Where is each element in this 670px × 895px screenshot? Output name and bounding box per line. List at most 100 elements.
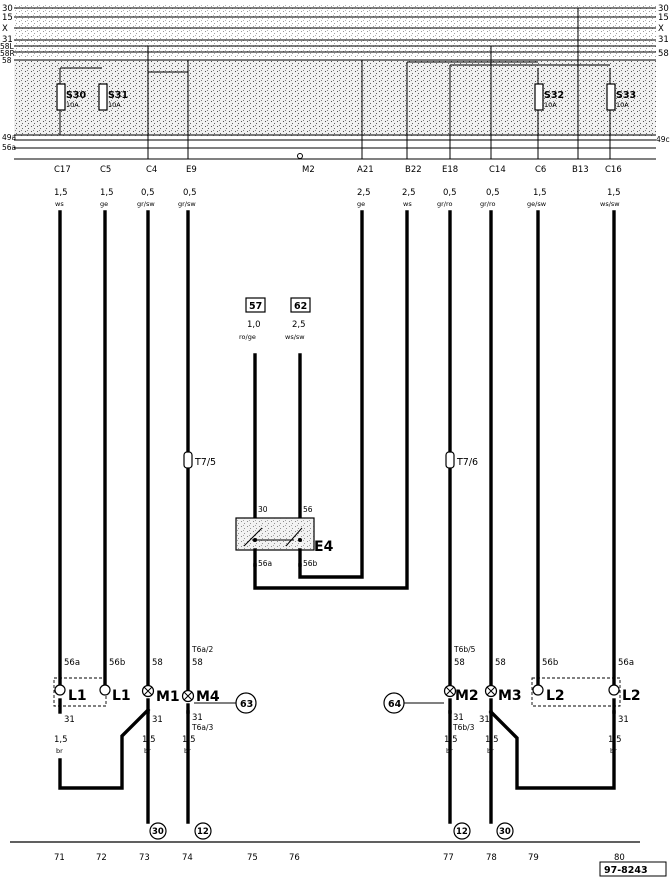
reference-number: 63 xyxy=(240,699,253,710)
bus-label: 49c xyxy=(656,135,670,144)
wire-color: br xyxy=(446,747,453,755)
bus-label: 58 xyxy=(658,49,669,59)
terminal-label: C6 xyxy=(535,165,546,175)
wires xyxy=(58,210,616,694)
pin-label: T6b/3 xyxy=(452,723,475,732)
bus-label: 15 xyxy=(658,13,669,23)
ground-wires: 1,5 br 1,5 br 1,5 br 1,5 br 1,5 br 1,5 b… xyxy=(54,698,622,824)
connector-label: T7/6 xyxy=(456,457,478,468)
fuse-label: S30 xyxy=(66,90,86,101)
reference-number: 64 xyxy=(388,699,402,710)
power-bus xyxy=(14,5,656,61)
wire-color: br xyxy=(610,747,617,755)
footer-code: 97-8243 xyxy=(599,861,667,877)
wire-color: ge xyxy=(357,200,365,208)
wire-color: gr/sw xyxy=(178,200,196,208)
terminal-label: C5 xyxy=(100,165,111,175)
column-numbers: 71 72 73 74 75 76 77 78 79 80 xyxy=(54,853,625,863)
wire-size: 1,0 xyxy=(247,320,261,330)
wire-color: gr/sw xyxy=(137,200,155,208)
fuse-s31: S31 10A xyxy=(98,83,128,111)
pin-label: 31 xyxy=(152,715,163,725)
wire-color: ws xyxy=(403,200,412,208)
panel-label: M2 xyxy=(302,165,315,175)
lamp-icon xyxy=(608,684,620,696)
wire-color: ws/sw xyxy=(600,200,620,208)
wire-size: 2,5 xyxy=(292,320,306,330)
bus-label: 58L xyxy=(0,42,15,51)
pin-label: 58 xyxy=(454,658,465,668)
wire-size: 1,5 xyxy=(533,188,547,198)
lamp-icon xyxy=(54,684,66,696)
component-label: L2 xyxy=(622,688,641,704)
fuse-rating: 10A xyxy=(616,101,629,109)
wire-color: ge xyxy=(100,200,108,208)
wire-size: 1,5 xyxy=(54,735,68,745)
wire-size: 1,5 xyxy=(100,188,114,198)
fuse-rating: 10A xyxy=(544,101,557,109)
wire-color: ws/sw xyxy=(285,333,305,341)
wire-size: 1,5 xyxy=(607,188,621,198)
column-number: 72 xyxy=(96,853,107,863)
fuses: S30 10A S31 10A S32 10A S33 10A xyxy=(56,83,636,111)
switch-e4: 30 56 E4 56a 56b xyxy=(235,505,334,568)
component-label: M1 xyxy=(156,689,180,705)
terminal-label: E18 xyxy=(442,165,458,175)
component-label: M3 xyxy=(498,688,522,704)
bus-label: 31 xyxy=(2,35,13,45)
fuse-label: S31 xyxy=(108,90,128,101)
pin-label: 58 xyxy=(192,658,203,668)
column-number: 73 xyxy=(139,853,150,863)
bus-label: 49a xyxy=(2,133,16,142)
pin-label: 31 xyxy=(618,715,629,725)
bus-label: X xyxy=(2,24,8,34)
wire-color: br xyxy=(144,747,151,755)
wire-size: 1,5 xyxy=(54,188,68,198)
fuse-rating: 10A xyxy=(66,101,79,109)
reference-number: 30 xyxy=(499,827,511,837)
component-pins-top: 56a 56b 58 T6a/2 58 T6b/5 58 58 56b 56a xyxy=(64,645,634,668)
pin-label: 31 xyxy=(192,713,203,723)
reference-number: 62 xyxy=(294,301,307,312)
wire-size: 1,5 xyxy=(182,735,196,745)
column-number: 76 xyxy=(289,853,300,863)
switch-label: E4 xyxy=(314,539,334,555)
pin-label: T6a/2 xyxy=(191,645,213,654)
terminal-label: C17 xyxy=(54,165,71,175)
lamp-icon xyxy=(99,684,111,696)
switch-pin: 56 xyxy=(303,505,313,514)
pin-label: T6b/5 xyxy=(453,645,476,654)
wire-color: gr/ro xyxy=(480,200,496,208)
component-label: L2 xyxy=(546,688,565,704)
bus-label: 58R xyxy=(0,49,15,58)
fuse-s32: S32 10A xyxy=(534,83,564,111)
wire-size: 2,5 xyxy=(357,188,371,198)
pin-label: 58 xyxy=(152,658,163,668)
reference-circles: 63 64 xyxy=(235,692,405,714)
pin-label: 56b xyxy=(109,658,125,668)
pin-label: 56a xyxy=(64,658,80,668)
reference-number: 30 xyxy=(152,827,164,837)
terminal-labels: C17 C5 C4 E9 A21 B22 E18 C14 C6 B13 C16 xyxy=(54,165,622,175)
diagram-code: 97-8243 xyxy=(604,865,648,876)
connector-label: T7/5 xyxy=(194,457,216,468)
wire-size: 2,5 xyxy=(402,188,416,198)
lamp-icon xyxy=(532,684,544,696)
fuse-s30: S30 10A xyxy=(56,83,86,111)
pin-label: 58 xyxy=(495,658,506,668)
wire-size: 1,5 xyxy=(142,735,156,745)
fuse-panel: M2 xyxy=(14,8,656,175)
wire-color: ws xyxy=(55,200,64,208)
wire-color: ge/sw xyxy=(527,200,547,208)
switch-pin: 56b xyxy=(303,559,318,568)
fuse-label: S33 xyxy=(616,90,636,101)
pin-label: 56a xyxy=(618,658,634,668)
column-number: 74 xyxy=(182,853,193,863)
wire-color: br xyxy=(184,747,191,755)
bus-label: X xyxy=(658,24,664,34)
wire-color: gr/ro xyxy=(437,200,453,208)
component-label: M4 xyxy=(196,689,220,705)
column-number: 75 xyxy=(247,853,258,863)
bus-label: 58 xyxy=(2,56,12,65)
